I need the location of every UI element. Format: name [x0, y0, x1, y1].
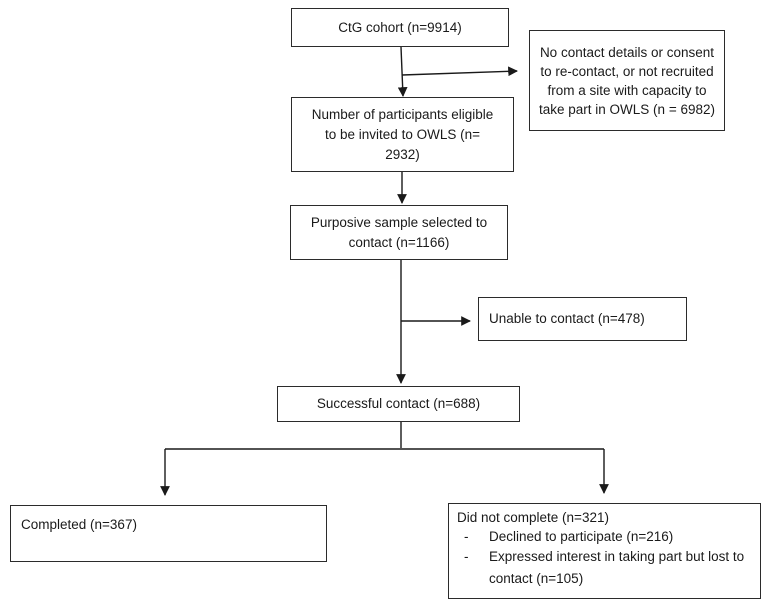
cohort-box: CtG cohort (n=9914)	[291, 8, 509, 47]
not-completed-title: Did not complete (n=321)	[457, 510, 609, 525]
completed-label: Completed (n=367)	[21, 517, 137, 532]
successful-box: Successful contact (n=688)	[277, 386, 520, 422]
reason-declined: Declined to participate (n=216)	[457, 527, 752, 546]
unable-label: Unable to contact (n=478)	[489, 311, 645, 326]
not-completed-box: Did not complete (n=321) Declined to par…	[448, 503, 761, 599]
arrow-to-excluded	[401, 66, 518, 77]
cohort-label: CtG cohort (n=9914)	[338, 19, 462, 35]
completed-box: Completed (n=367)	[10, 505, 327, 562]
eligible-label: Number of participants eligible to be in…	[311, 106, 494, 162]
excluded-label: No contact details or consent to re-cont…	[539, 44, 715, 117]
excluded-box: No contact details or consent to re-cont…	[529, 30, 725, 131]
successful-label: Successful contact (n=688)	[316, 396, 481, 411]
sample-box: Purposive sample selected to contact (n=…	[290, 205, 508, 260]
arrow-cohort-to-eligible	[397, 46, 408, 97]
not-completed-reasons-list: Declined to participate (n=216) Expresse…	[457, 527, 752, 590]
eligible-box: Number of participants eligible to be in…	[291, 97, 514, 172]
unable-box: Unable to contact (n=478)	[478, 297, 687, 341]
reason-lost-to-contact: Expressed interest in taking part but lo…	[457, 546, 752, 590]
sample-label: Purposive sample selected to contact (n=…	[310, 214, 488, 250]
